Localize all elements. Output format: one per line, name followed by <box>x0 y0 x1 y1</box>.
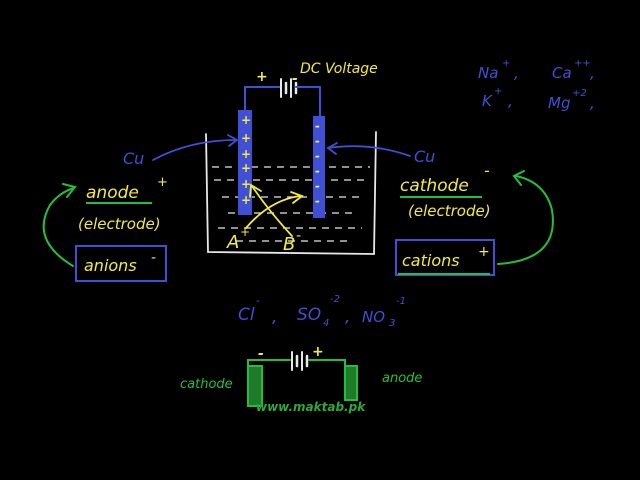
svg-text:-: - <box>315 194 320 208</box>
svg-text:+: + <box>494 86 502 97</box>
svg-text:-: - <box>315 179 320 193</box>
anode-plus-signs: + + + + + + <box>241 113 251 207</box>
anion-examples: Cl - , SO 4 -2 , NO 3 -1 <box>238 294 406 329</box>
battery-minus-sign: - <box>292 71 298 87</box>
ion-migration-arrows <box>245 183 304 237</box>
bottom-cathode-label: cathode <box>180 377 233 392</box>
svg-text:Ca: Ca <box>552 64 572 82</box>
svg-text:+: + <box>241 193 251 207</box>
bottom-anode-label: anode <box>382 371 422 386</box>
svg-text:NO: NO <box>362 308 385 326</box>
svg-text:+: + <box>502 58 510 69</box>
svg-text:,: , <box>590 94 595 112</box>
anode-electrode <box>238 110 252 215</box>
right-cu-pointer <box>326 142 411 157</box>
svg-text:-: - <box>256 294 260 307</box>
svg-text:+: + <box>241 177 251 191</box>
svg-text:Cl: Cl <box>238 305 255 325</box>
cathode-minus-signs: - - - - - - <box>315 119 320 208</box>
svg-text:,: , <box>272 307 277 327</box>
left-cu-label: Cu <box>123 149 144 168</box>
svg-text:-: - <box>315 134 320 148</box>
electrolyte-surface <box>212 166 370 242</box>
svg-text:3: 3 <box>389 318 395 329</box>
anode-charge: + <box>157 175 168 190</box>
bottom-minus-sign: - <box>258 346 264 362</box>
anode-label: anode <box>86 183 139 203</box>
anion-b-charge: - <box>296 228 301 244</box>
cation-a-charge: + <box>240 225 250 239</box>
cathode-label: cathode <box>400 176 469 196</box>
svg-text:+: + <box>241 131 251 145</box>
svg-text:,: , <box>508 92 513 110</box>
cations-charge: + <box>478 244 490 260</box>
cations-to-cathode-arrow <box>497 170 554 265</box>
bottom-circuit <box>247 351 358 407</box>
svg-text:-1: -1 <box>396 296 406 307</box>
cation-examples: Na + , Ca ++ , K + , Mg +2 , <box>478 58 595 112</box>
anions-to-anode-arrow <box>42 183 77 267</box>
right-cu-label: Cu <box>414 147 435 166</box>
left-cu-pointer <box>152 134 239 161</box>
svg-text:++: ++ <box>574 58 591 69</box>
svg-text:-: - <box>315 119 320 133</box>
svg-text:+: + <box>241 161 251 175</box>
svg-text:-2: -2 <box>330 294 340 305</box>
bottom-plus-sign: + <box>312 344 324 360</box>
svg-text:-: - <box>315 149 320 163</box>
beaker <box>205 131 377 255</box>
svg-text:,: , <box>514 64 519 82</box>
power-supply <box>244 78 321 119</box>
anode-electrode-note: (electrode) <box>78 215 161 233</box>
svg-text:SO: SO <box>297 305 321 325</box>
svg-text:Na: Na <box>478 64 498 82</box>
watermark: www.maktab.pk <box>256 400 366 414</box>
battery-plus-sign: + <box>256 69 268 85</box>
anions-box <box>75 245 167 282</box>
cation-a-label: A <box>226 232 239 253</box>
dc-voltage-label: DC Voltage <box>300 61 378 77</box>
svg-text:,: , <box>590 64 595 82</box>
svg-text:+2: +2 <box>572 88 587 99</box>
anions-label: anions <box>84 256 137 275</box>
svg-text:4: 4 <box>323 318 329 329</box>
anion-b-label: B <box>283 234 295 255</box>
svg-text:-: - <box>315 164 320 178</box>
cations-label: cations <box>402 251 460 270</box>
svg-text:Mg: Mg <box>548 94 570 112</box>
svg-text:K: K <box>482 92 493 110</box>
anions-charge: - <box>151 250 156 266</box>
cathode-charge: - <box>484 161 490 180</box>
svg-text:+: + <box>241 113 251 127</box>
cathode-electrode <box>313 116 325 218</box>
cathode-electrode-note: (electrode) <box>408 202 491 220</box>
svg-text:+: + <box>241 147 251 161</box>
svg-text:,: , <box>345 307 350 327</box>
